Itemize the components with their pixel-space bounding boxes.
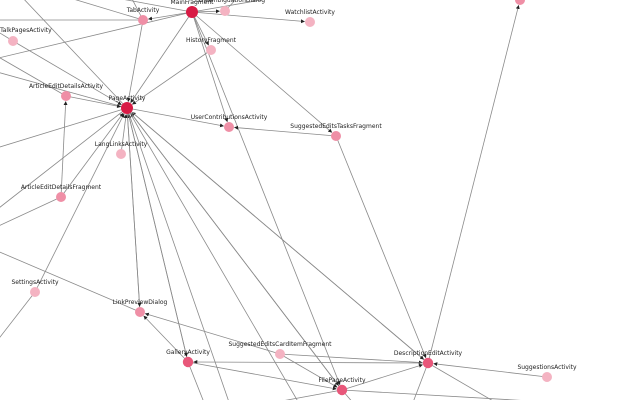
node-label-watchlist: WatchlistActivity <box>285 9 335 16</box>
node-tab[interactable] <box>138 15 148 25</box>
edge-articleEditFrag-to-page <box>60 112 124 198</box>
node-label-filePage: FilePageActivity <box>318 377 365 384</box>
edge-langLinks-to-page <box>120 114 128 155</box>
node-suggestedTasks[interactable] <box>331 131 341 141</box>
offscreen-edge-line <box>0 196 62 226</box>
offscreen-edge-line <box>427 362 493 400</box>
edge-suggestedTasks-to-descEdit <box>335 135 427 359</box>
offscreen-edge-line <box>0 291 36 338</box>
node-label-gallery: GalleryActivity <box>166 349 210 356</box>
node-label-settings: SettingsActivity <box>11 279 58 286</box>
node-label-talk: ...TalkPagesActivity <box>0 27 52 34</box>
node-settings[interactable] <box>30 287 40 297</box>
offscreen-edge-line <box>126 107 229 400</box>
edge-main-to-tab <box>148 11 193 21</box>
edge-page-to-linkPreview <box>126 107 142 307</box>
node-label-descEdit: DescriptionEditActivity <box>394 350 463 357</box>
graph-edges <box>12 4 548 391</box>
edge-main-to-page <box>130 11 193 103</box>
edge-articleEditFrag-to-articleEditDetails <box>60 101 68 198</box>
edge-page-to-descEdit <box>126 107 424 360</box>
offscreen-edge-line <box>0 72 128 109</box>
offscreen-edge-line <box>0 107 128 208</box>
edge-cardItem-to-linkPreview <box>144 312 281 355</box>
edge-tab-to-page <box>126 19 144 102</box>
edge-gallery-to-linkPreview <box>143 315 189 363</box>
edge-descEdit-to-gallery <box>193 360 429 365</box>
edge-main-to-userContrib <box>191 11 229 123</box>
offscreen-edge-line <box>191 0 264 13</box>
offscreen-edges <box>0 0 521 400</box>
node-articleEditFrag[interactable] <box>56 192 66 202</box>
node-cardItem[interactable] <box>275 349 285 359</box>
node-page[interactable] <box>121 102 133 114</box>
node-userContrib[interactable] <box>224 122 234 132</box>
graph-nodes: MainFragment...DisambiguationDialogTabAc… <box>0 0 577 396</box>
node-langLinks[interactable] <box>116 149 126 159</box>
node-label-suggestions: SuggestionsActivity <box>517 364 577 371</box>
edge-cardItem-to-descEdit <box>279 353 423 365</box>
offscreen-edge-line <box>75 0 144 21</box>
node-descEdit[interactable] <box>422 357 434 369</box>
edge-main-to-suggestedTasks <box>191 11 333 133</box>
edge-main-to-watchlist <box>191 11 305 24</box>
edge-main-to-history <box>191 11 209 46</box>
offscreen-edge-line <box>0 107 128 148</box>
node-history[interactable] <box>206 45 216 55</box>
offscreen-edge-line <box>124 0 193 13</box>
edge-main-to-filePage <box>191 11 341 386</box>
edge-gallery-to-filePage <box>187 361 337 391</box>
node-label-main: MainFragment <box>171 0 215 6</box>
node-label-tab: TabActivity <box>126 7 160 14</box>
offscreen-edge-line <box>413 362 429 400</box>
edge-filePage-to-descEdit <box>341 363 423 391</box>
edge-articleEditDetails-to-page <box>65 95 122 109</box>
node-filePage[interactable] <box>336 384 348 396</box>
node-articleEditDetails[interactable] <box>61 91 71 101</box>
node-linkPreview[interactable] <box>135 307 145 317</box>
node-talk[interactable] <box>8 36 18 46</box>
offscreen-edge-line <box>341 389 521 400</box>
node-label-langLinks: LangLinksActivity <box>95 141 148 148</box>
node-label-suggestedTasks: SuggestedEditsTasksFragment <box>290 123 382 130</box>
node-main[interactable] <box>186 6 198 18</box>
edge-page-to-filePage <box>126 107 339 386</box>
offscreen-edge-line <box>0 11 193 59</box>
node-label-articleEditFrag: ArticleEditDetailsFragment <box>21 184 102 191</box>
offscreen-edge-line <box>187 361 204 400</box>
offscreen-edge-line <box>0 57 67 97</box>
edge-suggestions-to-descEdit <box>433 362 548 378</box>
node-label-dialog_top: ...DisambiguationDialog <box>193 0 265 4</box>
offscreen-edge-line <box>0 251 141 313</box>
node-label-history: HistoryFragment <box>186 37 237 44</box>
edge-history-to-page <box>132 49 212 105</box>
edge-descEdit-to-topright <box>427 4 520 364</box>
node-watchlist[interactable] <box>305 17 315 27</box>
edge-page-to-gallery <box>126 107 188 357</box>
offscreen-edge-line <box>24 0 128 109</box>
edge-page-to-userContrib <box>126 107 224 128</box>
node-dialog_top[interactable] <box>220 6 230 16</box>
node-label-page: PageActivity <box>109 95 146 102</box>
node-label-linkPreview: LinkPreviewDialog <box>113 299 168 306</box>
node-label-articleEditDetails: ArticleEditDetailsActivity <box>29 83 104 90</box>
node-label-cardItem: SuggestedEditsCardItemFragment <box>229 341 333 348</box>
edge-suggestedTasks-to-userContrib <box>234 125 337 137</box>
edge-talk-to-page <box>12 40 122 106</box>
node-topright[interactable] <box>515 0 525 5</box>
offscreen-edge-line <box>285 389 343 400</box>
edge-settings-to-page <box>34 113 125 293</box>
offscreen-edge-line <box>126 107 298 400</box>
node-label-userContrib: UserContributionsActivity <box>191 114 268 121</box>
edge-cardItem-to-filePage <box>279 353 338 388</box>
node-suggestions[interactable] <box>542 372 552 382</box>
node-gallery[interactable] <box>182 356 194 368</box>
